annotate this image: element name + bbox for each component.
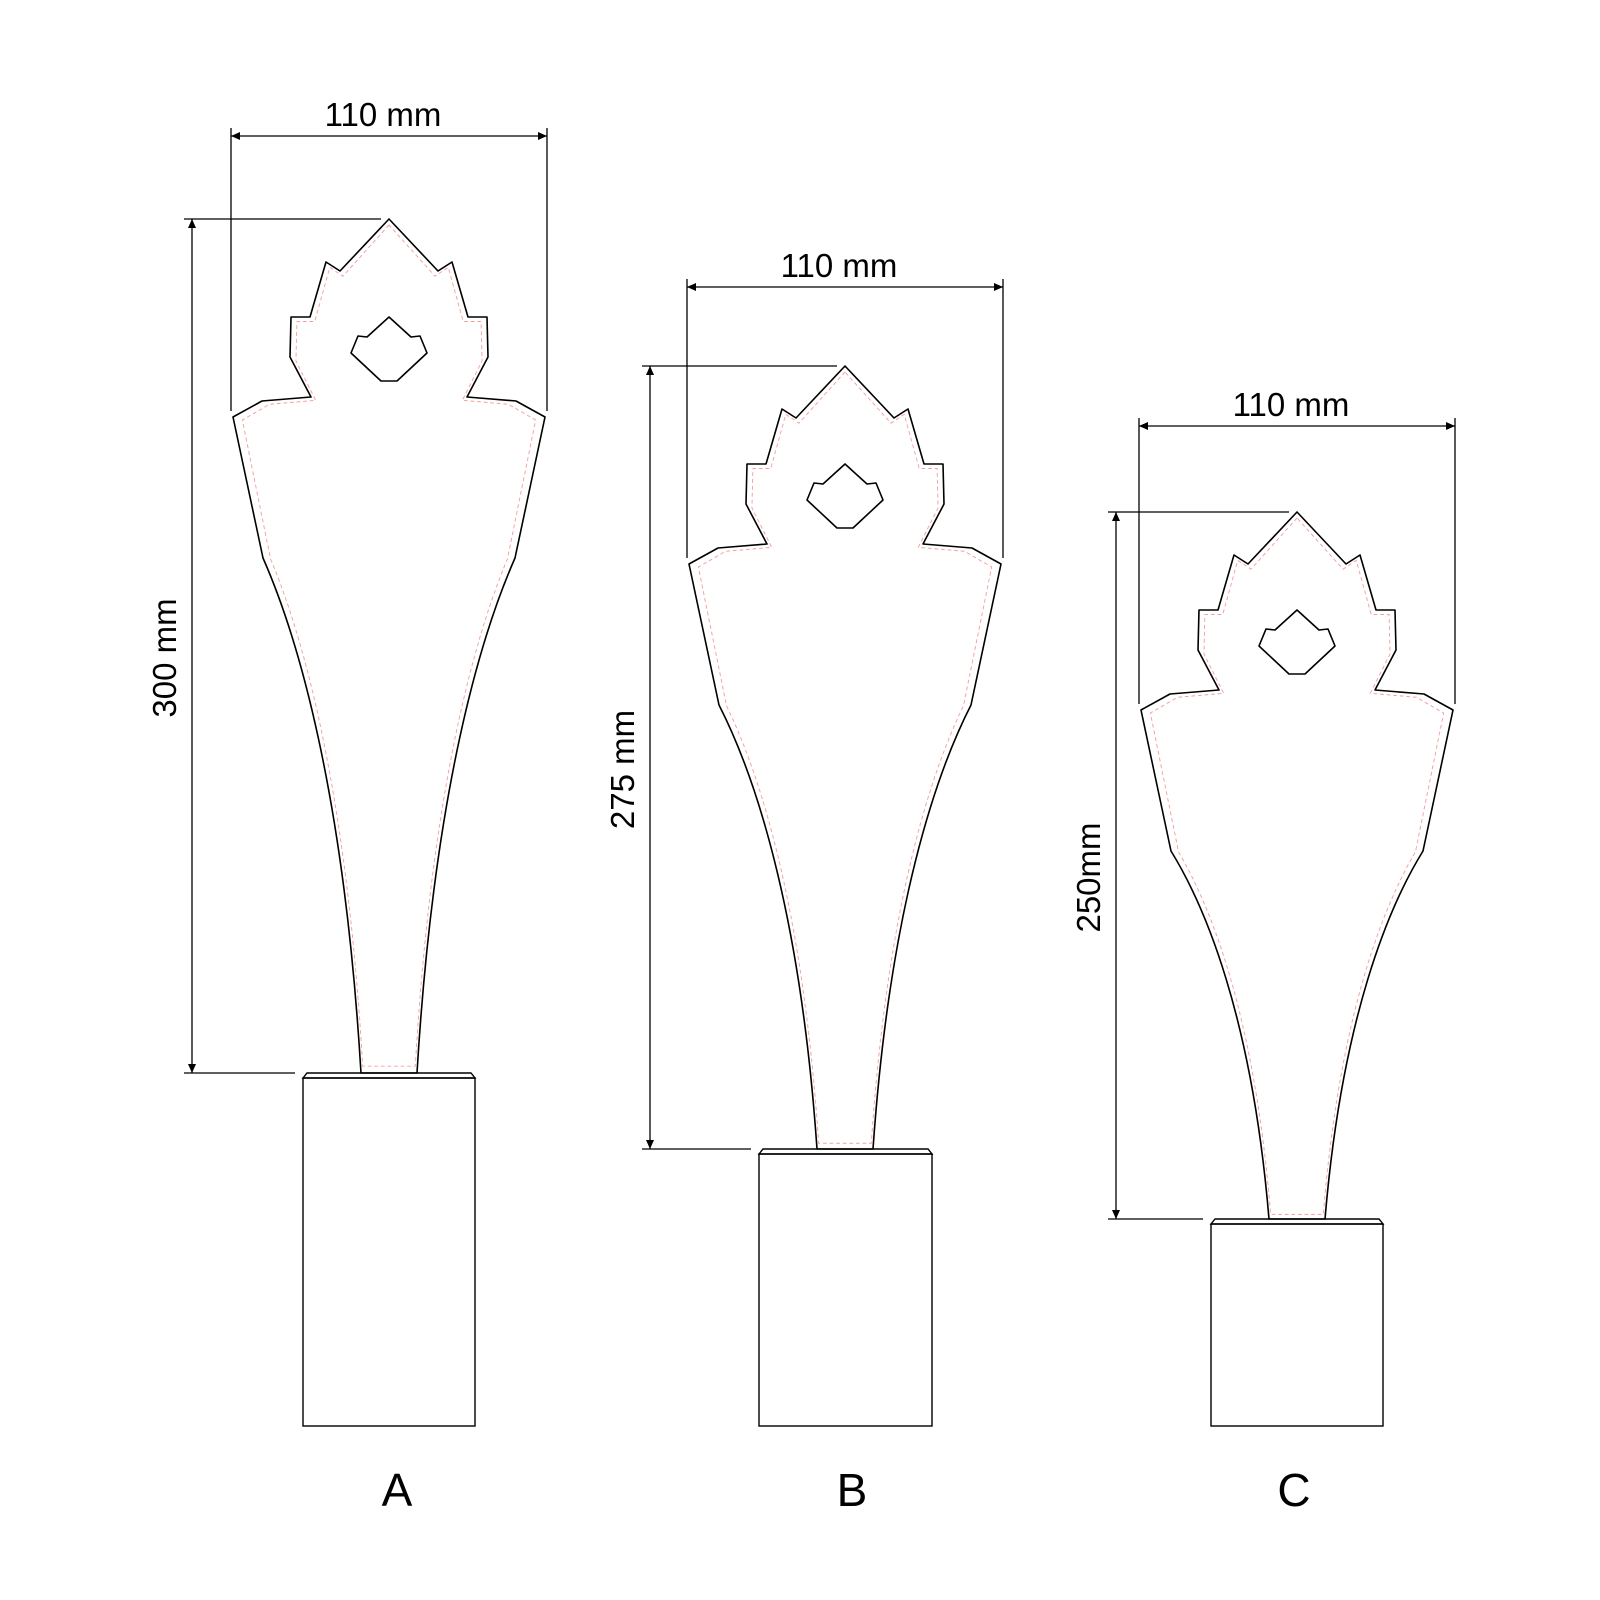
trophy-outline	[1140, 511, 1454, 1220]
height-label: 250mm	[1070, 822, 1107, 932]
width-label: 110 mm	[325, 96, 442, 133]
arrowhead	[1446, 422, 1455, 430]
arrowhead	[1112, 1210, 1120, 1219]
trophy-base	[301, 1072, 477, 1427]
trophy-base	[757, 1148, 934, 1427]
trophy-cutout	[350, 316, 428, 382]
width-label: 110 mm	[1233, 386, 1350, 423]
trophy-base	[1209, 1218, 1385, 1427]
trophy-cutout	[1258, 609, 1336, 675]
width-dimension: 110 mm	[1138, 386, 1456, 704]
cut-line	[241, 224, 537, 1067]
cut-line	[1149, 517, 1445, 1215]
arrowhead	[1139, 422, 1148, 430]
arrowhead	[231, 132, 240, 140]
trophy-cutout	[806, 463, 884, 529]
trophy-b: 110 mm 275 mm B	[604, 247, 1004, 1516]
arrowhead	[1112, 512, 1120, 521]
trophy-label: A	[382, 1464, 413, 1516]
trophy-outline	[232, 218, 546, 1074]
width-label: 110 mm	[781, 247, 898, 284]
arrowhead	[687, 283, 696, 291]
arrowhead	[994, 283, 1003, 291]
trophy-outline	[688, 365, 1002, 1150]
arrowhead	[188, 219, 196, 228]
height-dimension: 275 mm	[604, 365, 837, 1150]
arrowhead	[646, 366, 654, 375]
trophy-label: B	[837, 1464, 868, 1516]
arrowhead	[188, 1064, 196, 1073]
height-dimension: 250mm	[1070, 511, 1289, 1220]
arrowhead	[538, 132, 547, 140]
trophy-label: C	[1277, 1464, 1310, 1516]
arrowhead	[646, 1140, 654, 1149]
width-dimension: 110 mm	[230, 96, 548, 411]
height-label: 275 mm	[604, 710, 641, 829]
height-dimension: 300 mm	[146, 218, 381, 1074]
cut-line	[697, 371, 993, 1144]
height-label: 300 mm	[146, 598, 183, 717]
trophy-a: 110 mm 300 mm A	[146, 96, 548, 1516]
width-dimension: 110 mm	[686, 247, 1004, 558]
